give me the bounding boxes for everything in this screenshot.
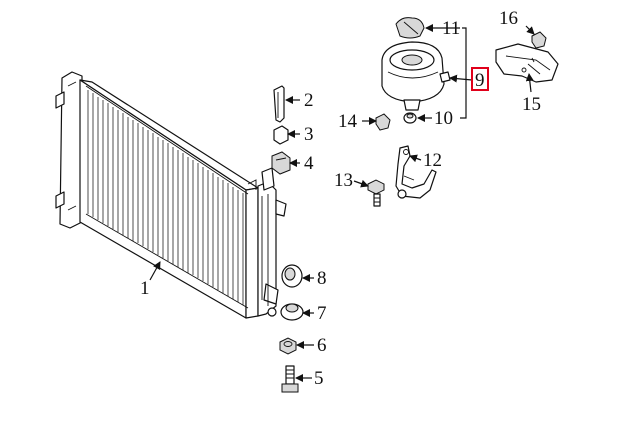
callout-14: 14 bbox=[338, 111, 358, 132]
callout-1: 1 bbox=[140, 278, 150, 299]
callout-15: 15 bbox=[522, 94, 541, 115]
callout-12: 12 bbox=[423, 150, 442, 171]
callout-9: 9 bbox=[475, 70, 485, 91]
callout-8: 8 bbox=[317, 268, 327, 289]
radiator-fins bbox=[87, 90, 244, 305]
part-14-seal bbox=[375, 113, 391, 131]
part-7-grommet bbox=[280, 303, 304, 321]
callout-11: 11 bbox=[442, 18, 460, 39]
callout-16: 16 bbox=[499, 8, 518, 29]
part-13-bolt bbox=[367, 179, 385, 207]
callout-3: 3 bbox=[304, 124, 314, 145]
radiator bbox=[55, 71, 287, 319]
callout-10: 10 bbox=[434, 108, 453, 129]
part-2-guide-pin bbox=[273, 85, 285, 123]
callout-7: 7 bbox=[317, 303, 327, 324]
part-6-nut bbox=[279, 337, 297, 355]
part-8-rubber-mount bbox=[281, 264, 303, 288]
part-10-sensor bbox=[403, 112, 417, 124]
part-5-bolt bbox=[281, 365, 299, 393]
part-16-clip bbox=[531, 31, 547, 49]
part-15-shield bbox=[495, 43, 559, 83]
leader-lines bbox=[149, 24, 535, 382]
callout-9-highlight-box bbox=[471, 67, 489, 91]
part-4-mount bbox=[271, 151, 291, 175]
part-12-bracket bbox=[395, 145, 437, 199]
part-11-cap bbox=[395, 17, 425, 39]
callout-5: 5 bbox=[314, 368, 324, 389]
callout-6: 6 bbox=[317, 335, 327, 356]
part-3-bushing bbox=[273, 125, 289, 145]
callout-4: 4 bbox=[304, 153, 314, 174]
callout-13: 13 bbox=[334, 170, 353, 191]
coolant-expansion-tank bbox=[381, 41, 451, 111]
callout-2: 2 bbox=[304, 90, 314, 111]
